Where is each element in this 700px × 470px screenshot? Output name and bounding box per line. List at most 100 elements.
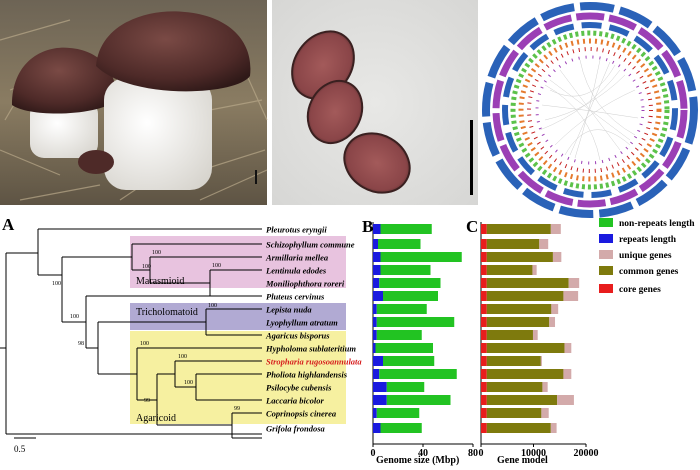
genome-bar-repeats-length-pleurotus-eryngii: [373, 224, 381, 234]
genome-x-tick-label: 40: [418, 448, 428, 459]
genome-bar-repeats-length-grifola-frondosa: [373, 423, 381, 433]
gene-bar-unique-genes-agaricus-bisporus: [532, 330, 538, 340]
legend-swatch-repeats-length: [599, 234, 613, 243]
genome-bar-non-repeats-length-moniliophthora-roreri: [379, 278, 441, 288]
phylogenetic-tree: [0, 228, 262, 439]
genome-bar-non-repeats-length-armillaria-mellea: [380, 252, 462, 262]
gene-bar-unique-genes-moniliophthora-roreri: [568, 278, 580, 288]
genome-x-tick-label: 80: [468, 448, 478, 459]
legend-label-repeats-length: repeats length: [619, 235, 677, 245]
genome-bar-repeats-length-coprinopsis-cinerea: [373, 408, 377, 418]
taxon-label-coprinopsis-cinerea: Coprinopsis cinerea: [266, 409, 337, 419]
gene-bar-common-genes-laccaria-bicolor: [486, 395, 558, 405]
gene-bar-core-genes-psilocybe-cubensis: [481, 382, 487, 392]
taxon-label-moniliophthora-roreri: Moniliophthora roreri: [265, 279, 345, 289]
genome-bar-repeats-length-schizophyllum-commune: [373, 239, 378, 249]
bootstrap-value: 98: [78, 341, 84, 347]
circos-plot: [482, 2, 698, 218]
bootstrap-value: 99: [234, 406, 240, 412]
genome-bar-repeats-length-pholiota-highlandensis: [373, 369, 380, 379]
gene-bar-unique-genes-armillaria-mellea: [552, 252, 562, 262]
clade-boxes: [130, 236, 346, 424]
gene-bar-common-genes-grifola-frondosa: [486, 423, 551, 433]
bootstrap-value: 100: [70, 314, 79, 320]
mushroom-photo: [0, 0, 268, 205]
clade-label-marasmioid: Marasmioid: [136, 276, 184, 287]
legend-label-non-repeats-length: non-repeats length: [619, 219, 695, 229]
gene-bar-unique-genes-lepista-nuda: [551, 304, 559, 314]
gene-bar-core-genes-coprinopsis-cinerea: [481, 408, 487, 418]
taxon-label-lyophyllum-atratum: Lyophyllum atratum: [265, 318, 338, 328]
genome-bar-non-repeats-length-laccaria-bicolor: [386, 395, 451, 405]
genome-bar-non-repeats-length-hypholoma-sublateritium: [375, 343, 433, 353]
gene-bar-common-genes-armillaria-mellea: [486, 252, 553, 262]
genome-bar-non-repeats-length-stropharia-rugosoannulata: [383, 356, 435, 366]
genome-bar-non-repeats-length-lyophyllum-atratum: [376, 317, 455, 327]
gene-bar-common-genes-lyophyllum-atratum: [486, 317, 550, 327]
taxon-label-lepista-nuda: Lepista nuda: [265, 305, 312, 315]
gene-bar-unique-genes-lyophyllum-atratum: [549, 317, 556, 327]
legend-swatch-non-repeats-length: [599, 218, 613, 227]
genome-bar-non-repeats-length-pluteus-cervinus: [383, 291, 438, 301]
legend-swatch-unique-genes: [599, 250, 613, 259]
gene-model-axis-label: Gene model: [497, 455, 548, 466]
genome-bar-non-repeats-length-grifola-frondosa: [380, 423, 422, 433]
legend-swatch-common-genes: [599, 266, 613, 275]
gene-x-tick-label: 0: [479, 448, 484, 459]
genome-bar-repeats-length-hypholoma-sublateritium: [373, 343, 376, 353]
bootstrap-values: 100 100 100 100 100 100 98 100 100 100 9…: [52, 250, 240, 412]
genome-bar-repeats-length-lentinula-edodes: [373, 265, 381, 275]
tiny-mushroom-cap: [78, 150, 114, 174]
genome-bar-non-repeats-length-schizophyllum-commune: [378, 239, 421, 249]
genome-bar-non-repeats-length-pleurotus-eryngii: [380, 224, 432, 234]
tree-scale-label: 0.5: [14, 444, 26, 454]
gene-bar-common-genes-agaricus-bisporus: [486, 330, 533, 340]
legend-swatch-core-genes: [599, 284, 613, 293]
gene-bar-core-genes-grifola-frondosa: [481, 423, 487, 433]
panel-label-a: A: [2, 215, 15, 234]
gene-bar-unique-genes-psilocybe-cubensis: [542, 382, 548, 392]
gene-bar-common-genes-hypholoma-sublateritium: [486, 343, 565, 353]
gene-bar-common-genes-psilocybe-cubensis: [486, 382, 543, 392]
gene-bar-core-genes-pluteus-cervinus: [481, 291, 487, 301]
gene-bar-core-genes-lepista-nuda: [481, 304, 487, 314]
clade-box-tricholomatoid: [130, 303, 346, 330]
gene-bar-common-genes-moniliophthora-roreri: [486, 278, 569, 288]
genome-bar-repeats-length-agaricus-bisporus: [373, 330, 377, 340]
spore-micrograph: [272, 0, 478, 205]
taxon-label-armillaria-mellea: Armillaria mellea: [265, 253, 329, 263]
large-mushroom-stem: [104, 78, 212, 190]
taxon-label-schizophyllum-commune: Schizophyllum commune: [266, 240, 355, 250]
clade-box-agaricoid: [130, 331, 346, 424]
large-mushroom-cap: [96, 11, 251, 92]
taxon-label-hypholoma-sublateritium: Hypholoma sublateritium: [265, 344, 356, 354]
gene-bar-unique-genes-grifola-frondosa: [550, 423, 557, 433]
gene-bar-core-genes-stropharia-rugosoannulata: [481, 356, 487, 366]
gene-bar-core-genes-schizophyllum-commune: [481, 239, 487, 249]
clade-label-agaricoid: Agaricoid: [136, 413, 176, 424]
gene-bar-unique-genes-stropharia-rugosoannulata: [540, 356, 542, 366]
circos-links: [539, 59, 639, 161]
taxon-label-pleurotus-eryngii: Pleurotus eryngii: [266, 225, 327, 235]
bootstrap-value: 100: [140, 341, 149, 347]
legend-label-core-genes: core genes: [619, 285, 661, 295]
bootstrap-value: 99: [144, 398, 150, 404]
genome-bar-repeats-length-lyophyllum-atratum: [373, 317, 377, 327]
bootstrap-value: 100: [142, 264, 151, 270]
gene-bar-core-genes-laccaria-bicolor: [481, 395, 487, 405]
genome-size-axis-label: Genome size (Mbp): [376, 455, 459, 466]
small-mushroom-stem: [30, 100, 98, 158]
taxon-label-grifola-frondosa: Grifola frondosa: [266, 424, 326, 434]
spore: [306, 79, 364, 145]
taxon-label-pholiota-highlandensis: Pholiota highlandensis: [266, 370, 348, 380]
genome-bar-repeats-length-armillaria-mellea: [373, 252, 381, 262]
gene-bar-unique-genes-pholiota-highlandensis: [563, 369, 572, 379]
genome-bar-repeats-length-stropharia-rugosoannulata: [373, 356, 383, 366]
bootstrap-value: 100: [208, 303, 217, 309]
gene-bar-common-genes-lepista-nuda: [486, 304, 552, 314]
gene-bar-common-genes-stropharia-rugosoannulata: [486, 356, 541, 366]
gene-bar-core-genes-hypholoma-sublateritium: [481, 343, 487, 353]
gene-bar-core-genes-lentinula-edodes: [481, 265, 487, 275]
